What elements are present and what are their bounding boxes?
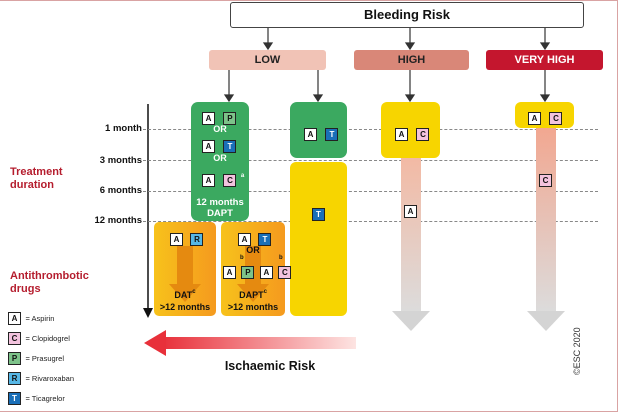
category-very-high: VERY HIGH xyxy=(486,50,603,70)
drug-legend: A = Aspirin C = Clopidogrel P = Prasugre… xyxy=(8,308,74,408)
low-short-box: A T xyxy=(290,102,347,158)
figure-frame xyxy=(0,0,618,412)
prasugrel-icon: P xyxy=(223,112,237,125)
aspirin-icon: A xyxy=(8,312,21,325)
ticagrelor-icon: T xyxy=(312,208,325,221)
dapt-12-line2: DAPT xyxy=(207,208,233,219)
ticagrelor-monotherapy-box: T xyxy=(290,162,347,316)
dapt-long-line1: DAPTc xyxy=(239,289,267,300)
regimen-aspirin-clopidogrel: A C xyxy=(528,108,563,126)
bleeding-risk-title: Bleeding Risk xyxy=(230,2,584,28)
clopidogrel-icon: C xyxy=(8,332,21,345)
prasugrel-icon: P xyxy=(241,266,255,279)
clopidogrel-icon: C xyxy=(549,112,563,125)
category-high: HIGH xyxy=(354,50,469,70)
or-label: OR xyxy=(213,153,227,163)
aspirin-icon: A xyxy=(202,140,215,153)
legend-text: = Ticagrelor xyxy=(25,394,65,403)
tick-12-months: 12 months xyxy=(94,215,142,226)
footnote-c: c xyxy=(263,289,267,295)
regimen-aspirin-clopidogrel: A C xyxy=(395,124,430,142)
high-gradient-arrow xyxy=(392,155,430,331)
dapt-12-months-box: A P OR A T OR A C a 12 months DAPT xyxy=(191,102,249,221)
gridline-12-months xyxy=(143,221,598,222)
legend-text: = Prasugrel xyxy=(25,354,65,363)
regimen-aspirin-rivaroxaban: A R xyxy=(170,229,204,247)
ticagrelor-icon: T xyxy=(258,233,272,246)
regimen-aspirin-ticagrelor: A T xyxy=(202,136,237,154)
clopidogrel-icon: C xyxy=(416,128,430,141)
aspirin-icon: A xyxy=(259,266,273,279)
footnote-c: c xyxy=(192,289,196,295)
copyright-text: ©ESC 2020 xyxy=(572,327,582,375)
high-dapt-box: A C xyxy=(381,102,440,158)
dapt-12-line1: 12 months xyxy=(196,197,244,208)
clopidogrel-icon: C xyxy=(278,266,292,279)
aspirin-icon: A xyxy=(304,128,317,141)
legend-item-ticagrelor: T = Ticagrelor xyxy=(8,388,74,408)
clopidogrel-icon: C xyxy=(223,174,237,187)
aspirin-icon: A xyxy=(223,266,236,279)
legend-text: = Aspirin xyxy=(25,314,55,323)
dat-line2: >12 months xyxy=(159,302,211,312)
footnote-a: a xyxy=(240,173,245,179)
antithrombotic-drugs-label: Antithrombotic drugs xyxy=(10,270,89,295)
very-high-gradient-arrow xyxy=(527,124,565,331)
aspirin-icon: A xyxy=(404,205,417,218)
dapt-long-box: A T OR A P A C b b DAPTc >12 months xyxy=(221,222,292,316)
dat-line1: DATc xyxy=(174,289,196,300)
aspirin-icon: A xyxy=(170,233,183,246)
ticagrelor-icon: T xyxy=(8,392,21,405)
legend-text: = Rivaroxaban xyxy=(25,374,75,383)
gridline-3-months xyxy=(143,160,598,161)
gridline-1-month xyxy=(143,129,598,130)
aspirin-icon: A xyxy=(395,128,408,141)
aspirin-icon: A xyxy=(528,112,541,125)
or-label: OR xyxy=(246,245,260,255)
regimen-aspirin-ticagrelor: A T xyxy=(238,229,272,247)
legend-item-prasugrel: P = Prasugrel xyxy=(8,348,74,368)
regimen-aspirin-clopidogrel: A C a xyxy=(202,170,244,188)
tick-3-months: 3 months xyxy=(99,155,142,166)
very-high-clopidogrel-continuation: C xyxy=(539,170,552,188)
down-arrow-icon xyxy=(169,246,201,302)
gridline-6-months xyxy=(143,191,598,192)
regimen-aspirin-ticagrelor: A T xyxy=(304,124,339,142)
high-aspirin-continuation: A xyxy=(404,201,417,219)
aspirin-icon: A xyxy=(202,174,215,187)
very-high-dapt-box: A C xyxy=(515,102,574,128)
regimen-aspirin-prasugrel-or-clopidogrel: A P A C xyxy=(223,262,292,280)
prasugrel-icon: P xyxy=(8,352,21,365)
regimen-aspirin-prasugrel: A P xyxy=(202,108,237,126)
regimen-ticagrelor: T xyxy=(312,204,325,222)
category-low: LOW xyxy=(209,50,326,70)
clopidogrel-icon: C xyxy=(539,174,552,187)
or-label: OR xyxy=(213,124,227,134)
tick-6-months: 6 months xyxy=(99,185,142,196)
aspirin-icon: A xyxy=(202,112,215,125)
ischaemic-risk-label: Ischaemic Risk xyxy=(224,359,316,373)
legend-text: = Clopidogrel xyxy=(25,334,70,343)
dapt-long-line2: >12 months xyxy=(227,302,279,312)
footnote-b: b xyxy=(240,255,244,261)
dat-long-box: A R DATc >12 months xyxy=(154,222,216,316)
legend-item-rivaroxaban: R = Rivaroxaban xyxy=(8,368,74,388)
treatment-duration-label: Treatment duration xyxy=(10,166,63,191)
ticagrelor-icon: T xyxy=(223,140,237,153)
rivaroxaban-icon: R xyxy=(190,233,204,246)
ticagrelor-icon: T xyxy=(325,128,339,141)
footnote-b: b xyxy=(279,255,283,261)
rivaroxaban-icon: R xyxy=(8,372,21,385)
legend-item-clopidogrel: C = Clopidogrel xyxy=(8,328,74,348)
legend-item-aspirin: A = Aspirin xyxy=(8,308,74,328)
tick-1-month: 1 month xyxy=(105,123,142,134)
ischaemic-risk-arrow xyxy=(144,330,356,356)
